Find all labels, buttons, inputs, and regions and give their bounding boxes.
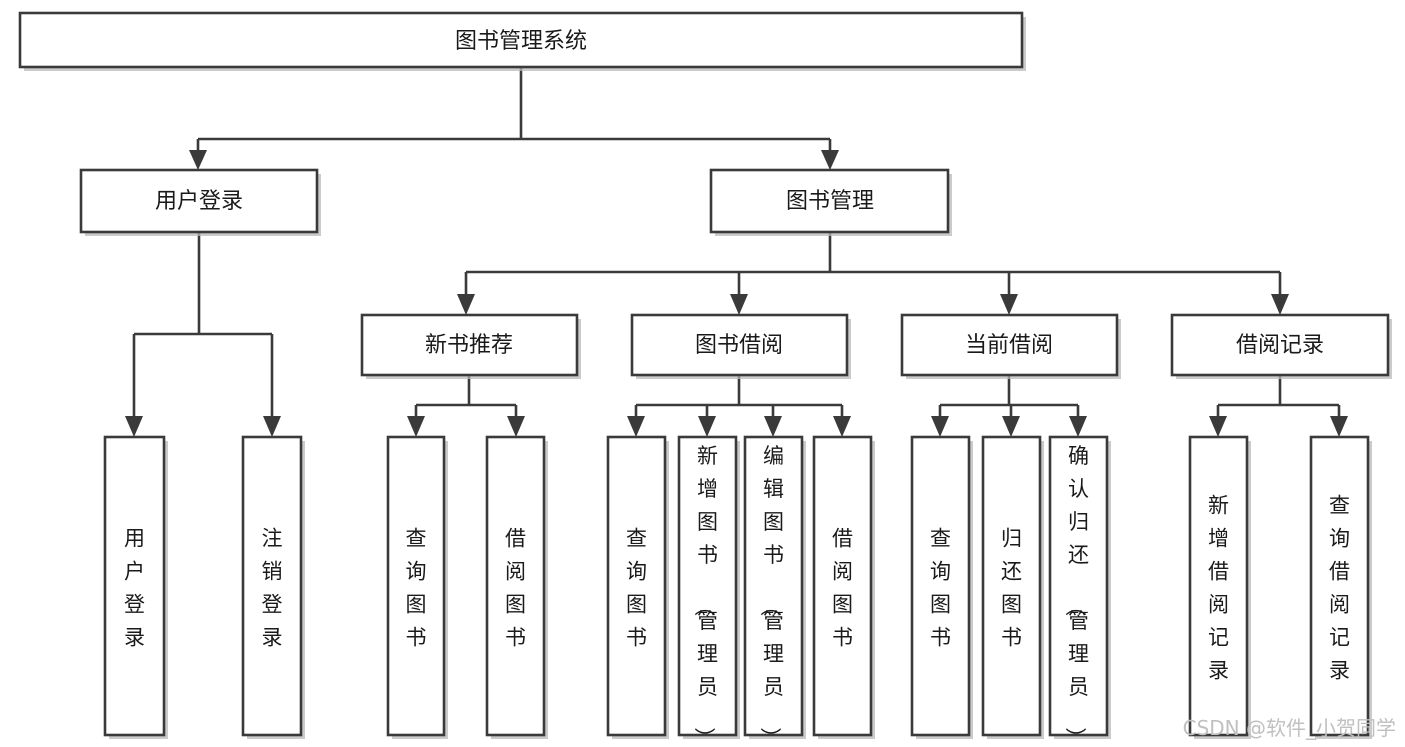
arrowhead-leaf-query-book-current <box>931 416 949 437</box>
leaf-logout-login-label: 注销登录 <box>262 527 283 650</box>
arrowhead-current-borrow <box>1000 294 1018 315</box>
leaf-return-book-rect <box>981 435 1042 737</box>
node-leaf-logout-login[interactable]: 注销登录 <box>241 435 305 739</box>
leaf-query-book-recommend-label: 查询图书 <box>406 527 427 650</box>
arrowhead-new-book-recommend <box>457 294 475 315</box>
arrowhead-leaf-add-book-admin <box>698 416 716 437</box>
arrowhead-borrow-record <box>1271 294 1289 315</box>
node-leaf-return-book[interactable]: 归还图书 <box>981 435 1044 739</box>
leaf-user-login-rect <box>103 435 166 737</box>
node-new-book-recommend[interactable]: 新书推荐 <box>360 313 581 379</box>
arrowhead-leaf-logout-login <box>263 416 281 437</box>
book-management-label: 图书管理 <box>786 189 874 214</box>
node-leaf-query-book-current[interactable]: 查询图书 <box>910 435 973 739</box>
node-leaf-query-book-recommend[interactable]: 查询图书 <box>386 435 448 739</box>
connector-layer <box>125 67 1348 437</box>
leaf-query-book-current-label: 查询图书 <box>930 527 951 650</box>
new-book-recommend-label: 新书推荐 <box>425 333 513 358</box>
node-leaf-query-book-borrow[interactable]: 查询图书 <box>606 435 669 739</box>
arrowhead-leaf-user-login <box>125 416 143 437</box>
node-user-login[interactable]: 用户登录 <box>79 168 321 236</box>
node-book-management[interactable]: 图书管理 <box>709 168 952 236</box>
leaf-logout-login-rect <box>241 435 303 737</box>
node-root[interactable]: 图书管理系统 <box>18 11 1026 71</box>
leaf-query-borrow-record-label: 查询借阅记录 <box>1329 494 1350 683</box>
arrowhead-leaf-add-borrow-record <box>1209 416 1227 437</box>
arrowhead-leaf-query-book-recommend <box>407 416 425 437</box>
node-borrow-record[interactable]: 借阅记录 <box>1170 313 1392 379</box>
arrowhead-leaf-query-book-borrow <box>627 416 645 437</box>
node-leaf-add-book-admin[interactable]: 新增图书（管理员） <box>677 435 740 747</box>
leaf-add-borrow-record-label: 新增借阅记录 <box>1208 494 1229 683</box>
arrowhead-book-borrow <box>730 294 748 315</box>
leaf-edit-book-admin-rect <box>743 435 804 737</box>
leaf-add-book-admin-rect <box>677 435 738 737</box>
leaf-add-book-admin-label: 新增图书（管理员） <box>692 444 718 747</box>
node-leaf-confirm-return-admin[interactable]: 确认归还（管理员） <box>1048 435 1111 747</box>
leaf-borrow-book-recommend-rect <box>485 435 546 737</box>
borrow-record-label: 借阅记录 <box>1236 333 1324 358</box>
arrowhead-leaf-borrow-book <box>833 416 851 437</box>
leaf-node-layer: 用户登录 注销登录 查询图书 借阅图书 查询图书 新增图书（管理员） 编辑图书（管理员） 借阅… <box>103 435 1372 747</box>
arrowhead-leaf-edit-book-admin <box>764 416 782 437</box>
leaf-confirm-return-admin-label: 确认归还（管理员） <box>1063 444 1089 747</box>
arrowhead-leaf-confirm-return-admin <box>1069 416 1087 437</box>
node-leaf-borrow-book[interactable]: 借阅图书 <box>812 435 875 739</box>
current-borrow-label: 当前借阅 <box>965 333 1053 358</box>
leaf-borrow-book-label: 借阅图书 <box>832 527 853 650</box>
leaf-query-book-recommend-rect <box>386 435 446 737</box>
leaf-borrow-book-recommend-label: 借阅图书 <box>505 527 526 650</box>
leaf-user-login-label: 用户登录 <box>124 527 145 650</box>
arrowhead-user-login <box>189 150 207 170</box>
node-leaf-user-login[interactable]: 用户登录 <box>103 435 168 739</box>
arrowhead-book-management <box>821 150 839 170</box>
current-borrow-rect <box>900 313 1119 377</box>
user-login-label: 用户登录 <box>155 189 243 214</box>
node-leaf-add-borrow-record[interactable]: 新增借阅记录 <box>1188 435 1251 739</box>
leaf-confirm-return-admin-rect <box>1048 435 1109 737</box>
leaf-query-book-current-rect <box>910 435 971 737</box>
arrowhead-leaf-return-book <box>1002 416 1020 437</box>
leaf-return-book-label: 归还图书 <box>1001 527 1022 650</box>
arrowhead-leaf-query-borrow-record <box>1330 416 1348 437</box>
user-login-rect <box>79 168 319 234</box>
leaf-add-borrow-record-rect <box>1188 435 1249 737</box>
node-leaf-borrow-book-recommend[interactable]: 借阅图书 <box>485 435 548 739</box>
leaf-query-book-borrow-rect <box>606 435 667 737</box>
arrowhead-leaf-borrow-book-recommend <box>507 416 525 437</box>
node-leaf-query-borrow-record[interactable]: 查询借阅记录 <box>1309 435 1372 739</box>
leaf-query-book-borrow-label: 查询图书 <box>626 527 647 650</box>
new-book-recommend-rect <box>360 313 579 377</box>
book-borrow-label: 图书借阅 <box>695 333 783 358</box>
node-book-borrow[interactable]: 图书借阅 <box>630 313 851 379</box>
root-label: 图书管理系统 <box>455 29 587 54</box>
leaf-edit-book-admin-label: 编辑图书（管理员） <box>758 444 784 747</box>
borrow-record-rect <box>1170 313 1390 377</box>
leaf-query-borrow-record-rect <box>1309 435 1370 737</box>
root-rect <box>18 11 1024 69</box>
node-leaf-edit-book-admin[interactable]: 编辑图书（管理员） <box>743 435 806 747</box>
book-borrow-rect <box>630 313 849 377</box>
book-management-rect <box>709 168 950 234</box>
watermark-label: CSDN @软件_小贺同学 <box>1183 716 1396 740</box>
node-current-borrow[interactable]: 当前借阅 <box>900 313 1121 379</box>
leaf-borrow-book-rect <box>812 435 873 737</box>
